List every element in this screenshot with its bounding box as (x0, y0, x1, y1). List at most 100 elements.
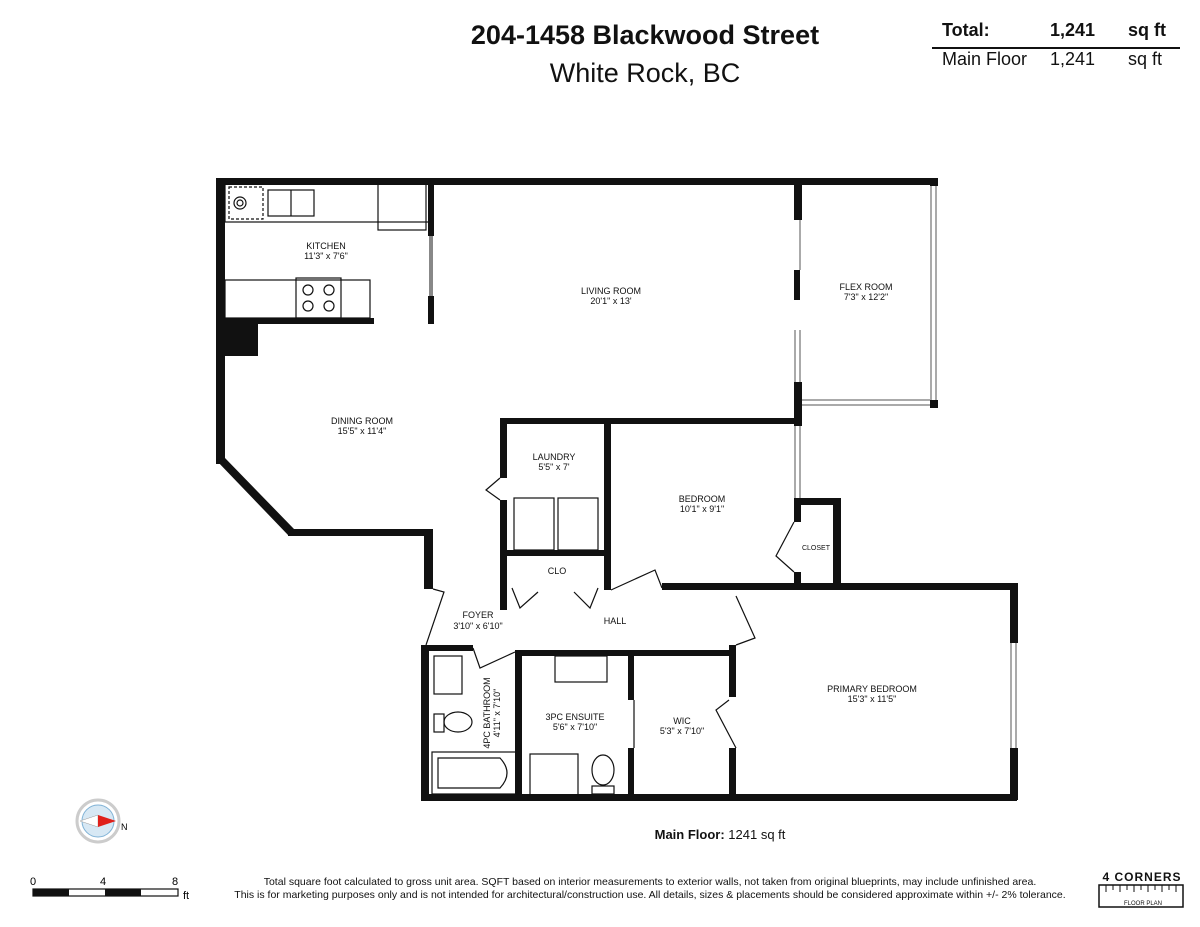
room-dims-ensuite: 5'6" x 7'10" (553, 722, 597, 732)
toilet-icon (443, 711, 473, 733)
room-name-wic: WIC (673, 716, 691, 726)
window (429, 236, 433, 296)
door (715, 699, 737, 749)
area-label: Main Floor (942, 49, 1028, 69)
wall (515, 650, 735, 656)
dishwasher-icon (233, 196, 247, 210)
disclaimer-line: Total square foot calculated to gross un… (263, 876, 1037, 888)
wall (421, 794, 1017, 801)
fridge-icon (377, 183, 427, 231)
room-name-dining: DINING ROOM (331, 416, 393, 426)
wall (421, 645, 429, 800)
ensuite-sink-icon (554, 655, 608, 683)
door (573, 587, 599, 610)
scale-tick-label: 8 (172, 876, 178, 888)
wall (628, 650, 634, 700)
door (425, 588, 445, 646)
wall (1010, 583, 1018, 643)
wall (1010, 748, 1018, 800)
wall (288, 529, 432, 536)
dishwasher-icon (236, 199, 244, 207)
logo-name: 4 CORNERS (1102, 870, 1182, 884)
door (485, 477, 501, 501)
room-name-bedroom: BEDROOM (679, 494, 726, 504)
room-dims-foyer: 3'10" x 6'10" (453, 621, 502, 631)
wall (794, 382, 802, 426)
wall (500, 550, 610, 556)
wall (216, 458, 294, 535)
room-name-foyer: FOYER (462, 610, 494, 620)
room-dims-kitchen: 11'3" x 7'6" (304, 251, 348, 261)
area-unit: sq ft (1128, 49, 1163, 69)
room-name-ensuite: 3PC ENSUITE (545, 712, 604, 722)
wall (500, 418, 507, 478)
wall (930, 400, 938, 408)
toilet-icon (433, 713, 445, 733)
wall (794, 184, 802, 220)
doors (425, 477, 795, 749)
toilet-icon (591, 754, 615, 786)
kitchen-counter (224, 183, 431, 223)
area-row-total: Total: 1,241 sq ft (932, 20, 1180, 49)
scale-bar: 0 4 8 ft (30, 876, 189, 902)
wall (500, 418, 802, 424)
property-address: 204-1458 Blackwood Street (470, 20, 820, 50)
room-name-closet: CLOSET (802, 545, 831, 552)
walls (216, 178, 1018, 801)
room-dims-wic: 5'3" x 7'10" (660, 726, 704, 736)
washer-icon (513, 497, 555, 551)
wall (216, 178, 225, 464)
fixtures (224, 183, 615, 797)
area-unit: sq ft (1128, 20, 1166, 40)
room-name-flex: FLEX ROOM (839, 282, 892, 292)
area-value: 1,241 (1050, 49, 1096, 69)
logo-tag: FLOOR PLAN (1124, 901, 1163, 907)
compass-icon: N (75, 798, 128, 844)
wall (515, 650, 522, 800)
dishwasher-icon (228, 186, 264, 220)
room-labels: KITCHEN 11'3" x 7'6" LIVING ROOM 20'1" x… (304, 241, 917, 749)
bathtub-icon (431, 751, 519, 795)
compass-label: N (121, 822, 128, 832)
property-city: White Rock, BC (549, 58, 741, 88)
room-dims-living: 20'1" x 13' (590, 296, 631, 306)
windows (429, 186, 1017, 748)
area-value: 1,241 (1050, 20, 1096, 40)
scale-tick-label: 0 (30, 876, 36, 888)
room-name-kitchen: KITCHEN (306, 241, 346, 251)
wall (628, 748, 634, 800)
wall (428, 184, 434, 236)
stove-icon (295, 277, 342, 319)
shower-icon (529, 753, 579, 797)
disclaimer: Total square foot calculated to gross un… (215, 876, 1085, 902)
kitchen-counter (224, 279, 371, 319)
room-name-laundry: LAUNDRY (533, 452, 576, 462)
wall (421, 645, 473, 651)
wall (729, 645, 736, 697)
main-floor-area: Main Floor: 1241 sq ft (600, 827, 840, 842)
wall (930, 178, 938, 186)
room-dims-dining: 15'5" x 11'4" (338, 426, 387, 436)
main-floor-label: Main Floor: (654, 827, 725, 842)
stove-burner-icon (302, 284, 314, 296)
brand-logo: 4 CORNERS FLOOR PLAN (1098, 870, 1186, 908)
bathtub-icon (437, 757, 508, 789)
wall (794, 498, 801, 522)
wall (428, 296, 434, 324)
room-dims-laundry: 5'5" x 7' (538, 462, 569, 472)
wall (224, 322, 258, 356)
disclaimer-line: This is for marketing purposes only and … (234, 889, 1066, 901)
wall (224, 318, 374, 324)
door (472, 647, 516, 669)
room-name-primary: PRIMARY BEDROOM (827, 684, 917, 694)
stove-burner-icon (302, 300, 314, 312)
wall (794, 270, 800, 300)
area-label: Total: (942, 20, 990, 40)
wall (833, 498, 841, 590)
stove-burner-icon (323, 284, 335, 296)
wall (604, 418, 611, 590)
bathroom-sink-icon (433, 655, 463, 695)
room-dims-primary: 15'3" x 11'5" (848, 694, 897, 704)
room-dims-bath4: 4'11" x 7'10" (492, 689, 502, 738)
stove-burner-icon (323, 300, 335, 312)
